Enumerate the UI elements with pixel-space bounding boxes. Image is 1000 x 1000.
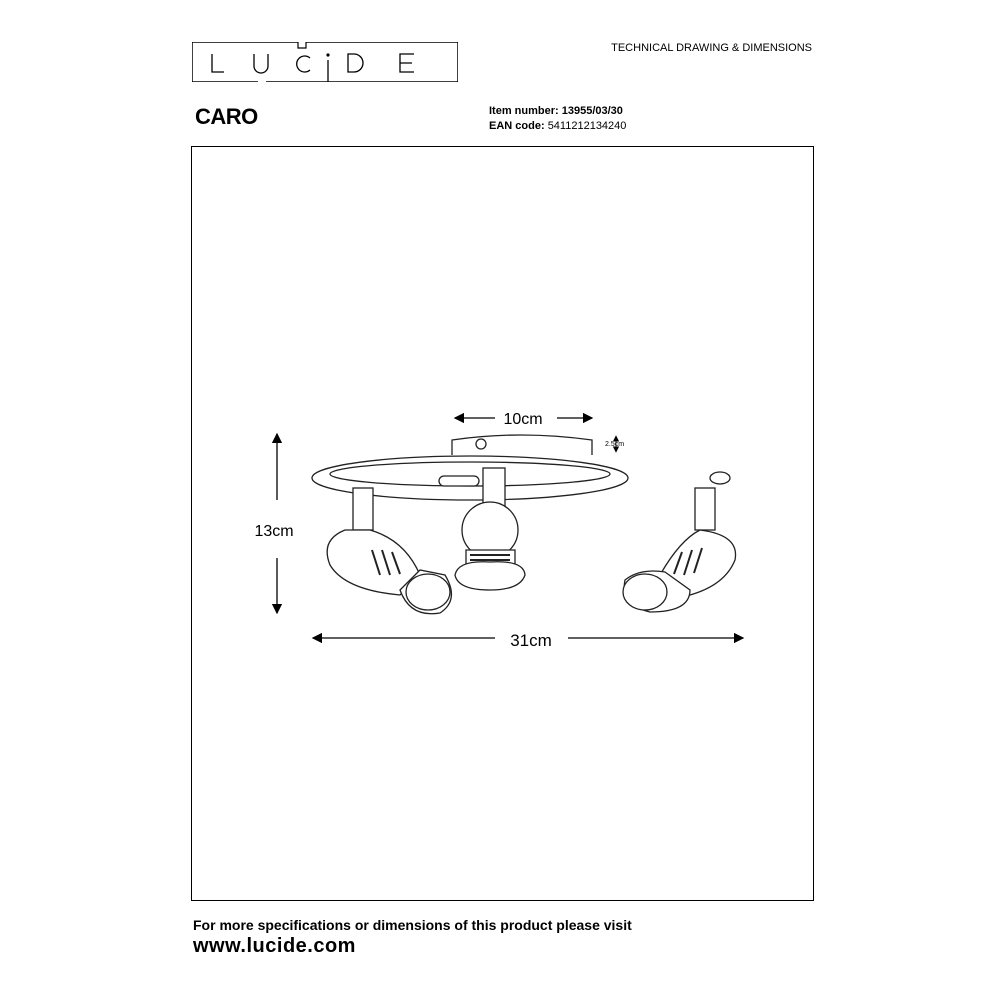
canopy-diameter-label: 10cm	[503, 411, 542, 428]
product-codes: Item number: 13955/03/30 EAN code: 54112…	[489, 104, 626, 134]
height-label: 13cm	[254, 523, 293, 540]
document-type: TECHNICAL DRAWING & DIMENSIONS	[611, 42, 812, 54]
product-name: CARO	[195, 104, 258, 129]
width-label: 31cm	[510, 631, 552, 650]
drawing-frame	[191, 146, 814, 901]
ean-code: 5411212134240	[547, 120, 627, 132]
item-number-label: Item number:	[489, 105, 559, 117]
canopy-height-label: 2.5cm	[605, 441, 624, 448]
footer-text: For more specifications or dimensions of…	[193, 917, 632, 933]
ean-label: EAN code:	[489, 120, 545, 132]
lamp-outline	[311, 434, 737, 615]
dimension-arrows	[271, 412, 745, 644]
footer-url-link[interactable]: www.lucide.com	[193, 935, 356, 957]
item-number: 13955/03/30	[561, 105, 623, 117]
lucide-logo	[192, 42, 458, 82]
